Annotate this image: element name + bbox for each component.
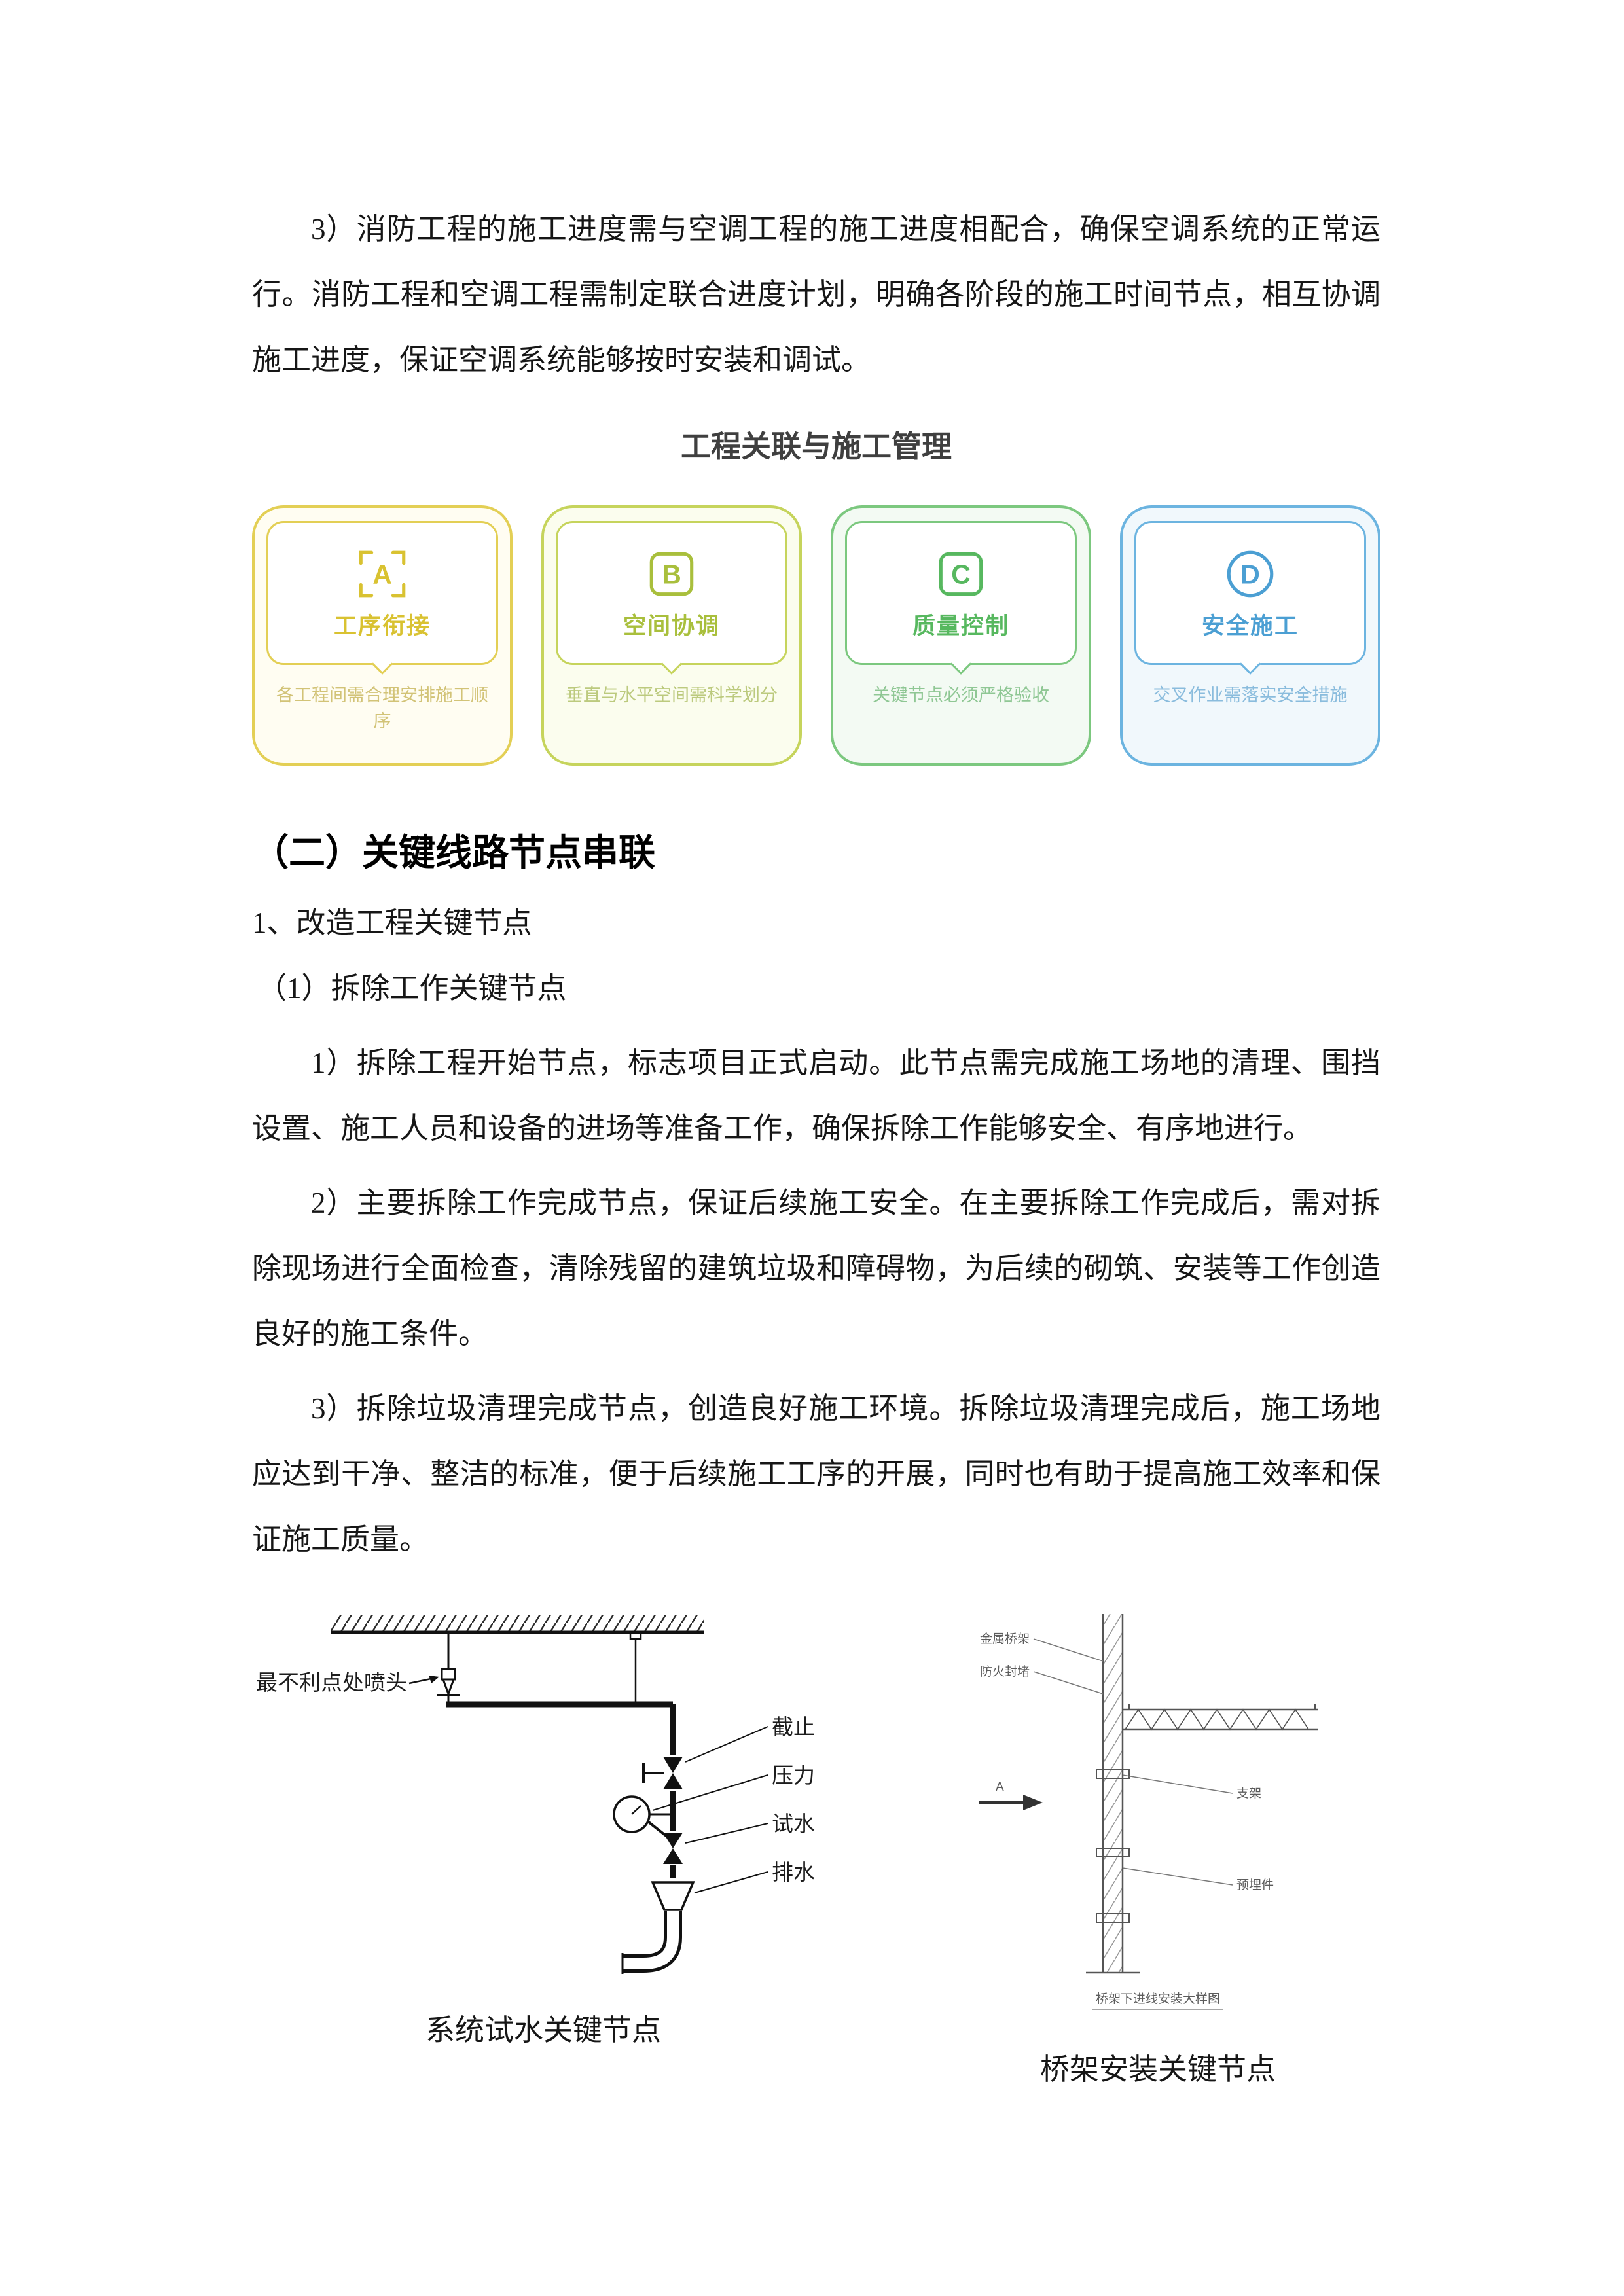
drain-elbow <box>621 1911 682 1974</box>
card-quality-control: C 质量控制 关键节点必须严格验收 <box>831 505 1091 766</box>
tray-inner-caption: 桥架下进线安装大样图 <box>1096 1992 1220 2006</box>
letter-c-box-icon: C <box>933 546 989 602</box>
tray-anno-3: 支架 <box>1236 1786 1261 1801</box>
figure-row: 最不利点处喷头 <box>252 1606 1380 2089</box>
paragraph-3: 3）拆除垃圾清理完成节点，创造良好施工环境。拆除垃圾清理完成后，施工场地应达到干… <box>252 1392 1380 1556</box>
caption-cable-tray: 桥架安装关键节点 <box>1039 2053 1276 2086</box>
cable-tray-diagram: 金属桥架 防火封堵 支架 预埋件 A <box>979 1614 1318 2010</box>
card-title: 安全施工 <box>1201 613 1299 639</box>
horizontal-tray <box>1123 1704 1318 1731</box>
test-valve <box>647 1821 683 1864</box>
letter-a-frame-icon: A <box>354 546 410 602</box>
tray-riser <box>1086 1614 1140 1974</box>
infographic-cards: A 工序衔接 各工程间需合理安排施工顺序 B <box>252 505 1380 766</box>
card-desc: 垂直与水平空间需科学划分 <box>566 685 778 705</box>
riser-clamps <box>1096 1769 1130 1923</box>
drain-funnel <box>651 1881 695 1911</box>
card-safe-construction: D 安全施工 交叉作业需落实安全措施 <box>1120 505 1380 766</box>
paragraph-2: 2）主要拆除工作完成节点，保证后续施工安全。在主要拆除工作完成后，需对拆除现场进… <box>252 1187 1380 1350</box>
card-desc: 各工程间需合理安排施工顺序 <box>276 685 488 731</box>
letter-b-box-icon: B <box>643 546 700 602</box>
letter-d-circle-icon: D <box>1222 546 1278 602</box>
card-desc: 关键节点必须严格验收 <box>873 685 1049 705</box>
card-title: 工序衔接 <box>333 613 431 639</box>
tray-anno-4: 预埋件 <box>1236 1878 1274 1892</box>
caption-water-test: 系统试水关键节点 <box>425 2014 661 2047</box>
card-bubble: C 质量控制 <box>845 521 1077 665</box>
figure-water-test: 最不利点处喷头 <box>252 1606 835 2089</box>
stop-valve <box>642 1757 683 1789</box>
arrow-label: A <box>996 1780 1004 1794</box>
svg-text:D: D <box>1240 559 1260 589</box>
gauge-label: 压力 <box>772 1763 815 1787</box>
tray-anno-1: 金属桥架 <box>980 1632 1030 1646</box>
pressure-gauge <box>613 1795 670 1833</box>
paragraph-1: 1）拆除工程开始节点，标志项目正式启动。此节点需完成施工场地的清理、围挡设置、施… <box>252 1047 1380 1145</box>
card-title: 空间协调 <box>623 613 720 639</box>
direction-arrow <box>979 1795 1043 1810</box>
sprinkler-head <box>437 1632 460 1702</box>
pipe-hanger <box>629 1631 642 1702</box>
card-bubble: B 空间协调 <box>556 521 787 665</box>
card-process-sequence: A 工序衔接 各工程间需合理安排施工顺序 <box>252 505 513 766</box>
stop-valve-label: 截止 <box>772 1715 815 1739</box>
card-space-coordination: B 空间协调 垂直与水平空间需科学划分 <box>541 505 802 766</box>
svg-text:A: A <box>372 559 392 589</box>
test-valve-label: 试水 <box>772 1812 815 1836</box>
card-bubble: D 安全施工 <box>1134 521 1366 665</box>
paragraph-intro: 3）消防工程的施工进度需与空调工程的施工进度相配合，确保空调系统的正常运行。消防… <box>252 213 1380 376</box>
svg-text:B: B <box>662 559 681 589</box>
card-bubble: A 工序衔接 <box>266 521 498 665</box>
svg-text:C: C <box>951 559 971 589</box>
drain-label: 排水 <box>772 1860 815 1884</box>
subheading-2: （1）拆除工作关键节点 <box>257 972 567 1005</box>
card-title: 质量控制 <box>912 613 1009 639</box>
right-anno-leaders <box>1122 1774 1233 1886</box>
water-test-diagram: 最不利点处喷头 <box>256 1615 815 1974</box>
sprinkler-label: 最不利点处喷头 <box>256 1670 407 1695</box>
tray-anno-2: 防火封堵 <box>980 1664 1030 1679</box>
label-leaders <box>652 1726 768 1893</box>
left-anno-leaders <box>1033 1638 1104 1695</box>
card-desc: 交叉作业需落实安全措施 <box>1153 685 1348 705</box>
sprinkler-leader-arrow <box>408 1676 439 1685</box>
infographic-title: 工程关联与施工管理 <box>681 429 952 463</box>
ceiling-hatch <box>331 1615 704 1634</box>
subheading-1: 1、改造工程关键节点 <box>252 906 532 939</box>
figure-cable-tray: 金属桥架 防火封堵 支架 预埋件 A <box>962 1606 1354 2089</box>
section-heading: （二）关键线路节点串联 <box>252 833 655 874</box>
pipework <box>446 1701 676 1878</box>
